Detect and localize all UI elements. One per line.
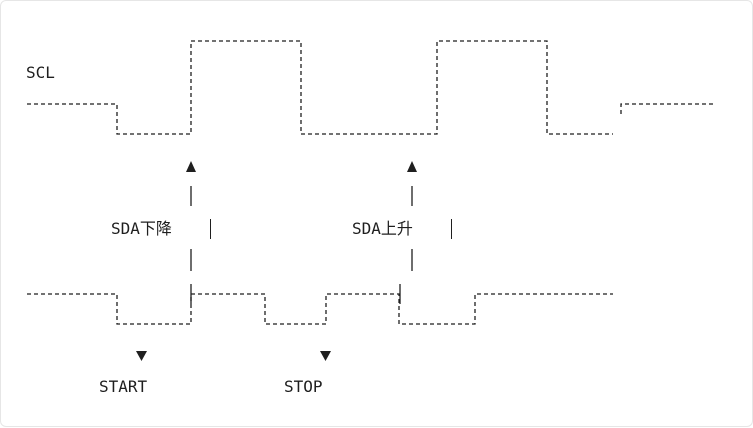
- sda-fall-separator: [210, 219, 211, 239]
- start-arrow-down-icon: [136, 351, 147, 361]
- sda-fall-label: SDA下降: [111, 219, 172, 238]
- stop-label: STOP: [284, 377, 323, 396]
- start-label: START: [99, 377, 148, 396]
- sda-rise-separator: [451, 219, 452, 239]
- sda-waveform: [27, 293, 613, 325]
- sda-fall-arrow-up-icon: [186, 161, 196, 172]
- stop-arrow-down-icon: [320, 351, 331, 361]
- scl-waveform: [27, 40, 713, 135]
- scl-label: SCL: [26, 63, 55, 82]
- sda-rise-arrow-up-icon: [407, 161, 417, 172]
- sda-rise-label: SDA上升: [352, 219, 413, 238]
